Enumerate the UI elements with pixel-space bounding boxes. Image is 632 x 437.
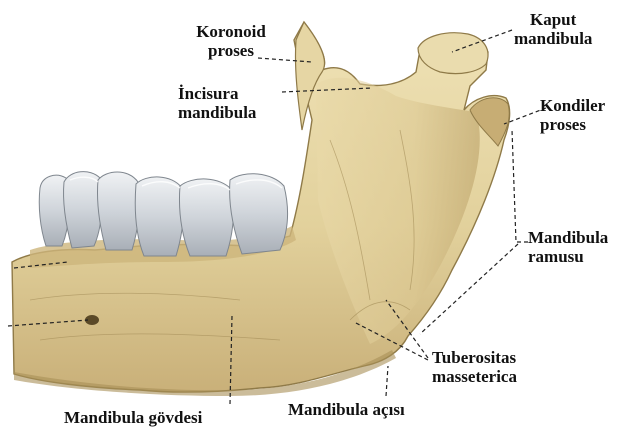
label-caput-line2: mandibula xyxy=(514,29,592,48)
label-condylar-line2: proses xyxy=(540,115,605,134)
label-condylar-line1: Kondiler xyxy=(540,96,605,115)
label-mandibula-body: Mandibula gövdesi xyxy=(64,408,202,427)
label-caput-mandibula: Kaput mandibula xyxy=(514,10,592,48)
tooth-5 xyxy=(179,179,233,256)
label-coronoid-process: Koronoid proses xyxy=(176,22,286,60)
label-coronoid-line1: Koronoid xyxy=(176,22,286,41)
label-incisura-mandibula: İncisura mandibula xyxy=(178,84,256,122)
label-tuberositas-line1: Tuberositas xyxy=(432,348,517,367)
leader-angle xyxy=(386,366,388,396)
leader-ramus xyxy=(512,130,528,242)
label-mandibula-ramus: Mandibula ramusu xyxy=(528,228,608,266)
label-tuberositas-line2: masseterica xyxy=(432,367,517,386)
tooth-3 xyxy=(97,172,139,250)
label-ramus-line2: ramusu xyxy=(528,247,608,266)
label-body-text: Mandibula gövdesi xyxy=(64,408,202,427)
label-condylar-process: Kondiler proses xyxy=(540,96,605,134)
teeth xyxy=(39,172,287,256)
label-incisura-line1: İncisura xyxy=(178,84,256,103)
label-ramus-line1: Mandibula xyxy=(528,228,608,247)
label-incisura-line2: mandibula xyxy=(178,103,256,122)
label-coronoid-line2: proses xyxy=(176,41,286,60)
tooth-4 xyxy=(135,177,183,256)
label-caput-line1: Kaput xyxy=(514,10,592,29)
tooth-2 xyxy=(63,172,102,248)
label-angle-text: Mandibula açısı xyxy=(288,400,405,419)
label-mandibula-angle: Mandibula açısı xyxy=(288,400,405,419)
label-tuberositas-masseterica: Tuberositas masseterica xyxy=(432,348,517,386)
